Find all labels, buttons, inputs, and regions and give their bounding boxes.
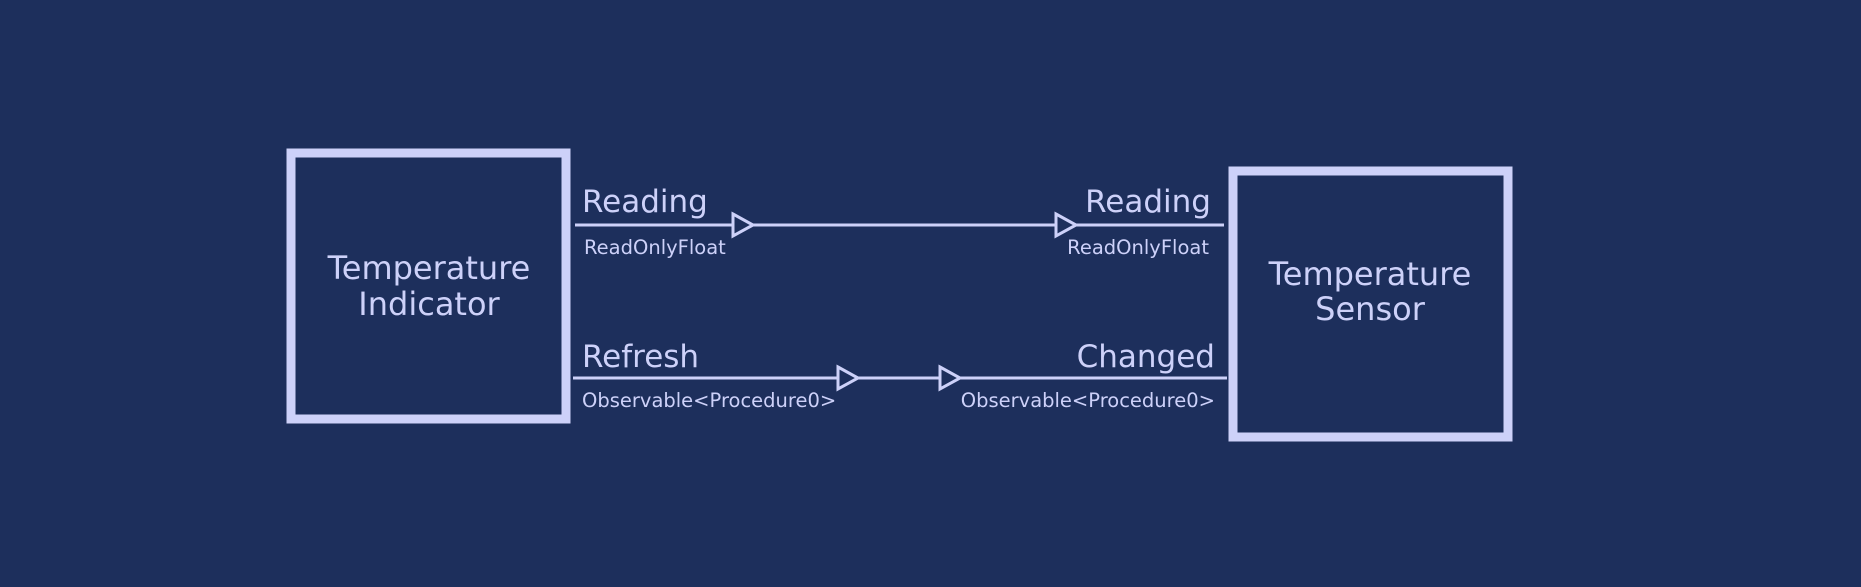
refresh-output-arrow-icon: [836, 364, 862, 392]
sensor-label-line2: Sensor: [1315, 290, 1426, 328]
connection-reading[interactable]: Reading ReadOnlyFloat Reading ReadOnlyFl…: [575, 184, 1224, 259]
indicator-reading-port-type: ReadOnlyFloat: [584, 236, 726, 259]
sensor-label-line1: Temperature: [1268, 255, 1472, 293]
connection-refresh-changed[interactable]: Refresh Observable<Procedure0> Changed O…: [573, 339, 1227, 412]
indicator-label-line2: Indicator: [358, 285, 500, 323]
reading-output-arrow-icon: [731, 211, 757, 239]
sensor-reading-port-type: ReadOnlyFloat: [1067, 236, 1209, 259]
reading-input-arrow-icon: [1054, 211, 1080, 239]
indicator-label-line1: Temperature: [327, 249, 531, 287]
sensor-changed-port-name: Changed: [1077, 339, 1215, 375]
sensor-changed-port-type: Observable<Procedure0>: [961, 389, 1215, 412]
indicator-box: [286, 148, 571, 424]
indicator-refresh-port-name: Refresh: [582, 339, 699, 375]
indicator-refresh-port-type: Observable<Procedure0>: [582, 389, 836, 412]
changed-input-arrow-icon: [938, 364, 964, 392]
sensor-reading-port-name: Reading: [1085, 184, 1211, 220]
temperature-indicator-block[interactable]: Temperature Indicator: [286, 148, 571, 424]
sensor-box: [1228, 166, 1513, 442]
indicator-reading-port-name: Reading: [582, 184, 708, 220]
temperature-sensor-block[interactable]: Temperature Sensor: [1228, 166, 1513, 442]
